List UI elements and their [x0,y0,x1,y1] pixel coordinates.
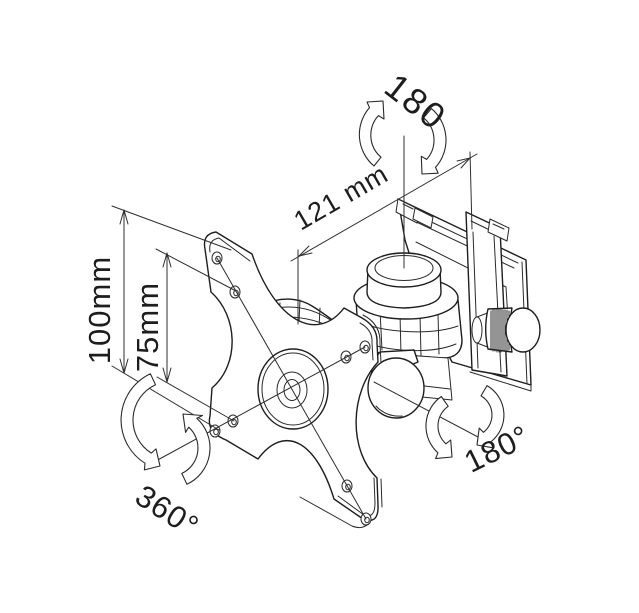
rotation-top-180: 180 [358,65,454,175]
curved-arrow-icon [425,395,453,460]
curved-arrow-icon [420,108,447,175]
wall-bracket [395,198,541,392]
plate-rotation-axis-line [153,346,366,463]
curved-arrow-icon [181,413,211,485]
ball-joint [367,357,425,419]
curved-arrow-icon [476,385,505,449]
dimension-100mm: 100mm [82,205,232,431]
swivel-joint-assembly [353,252,463,401]
dim-label-75mm: 75mm [130,282,165,372]
curved-arrow-icon [358,100,385,167]
rotation-label-plate: 360° [129,478,205,544]
hole-diagonal-line [216,257,367,520]
center-boss [257,348,329,430]
plate-rim-lines [209,237,383,529]
dim-label-100mm: 100mm [82,256,117,364]
rotation-side-180: 180° [425,385,535,480]
bracket-hook-tab [412,207,434,229]
dim-label-121mm: 121 mm [289,158,394,236]
construction-lines [153,135,479,520]
tightening-knob [471,307,541,353]
dimension-75mm: 75mm [130,248,237,422]
curved-arrow-icon [120,373,161,471]
knob-cap [505,307,541,353]
vesa-plate [203,231,383,529]
side-rotation-axis-line [373,381,479,438]
